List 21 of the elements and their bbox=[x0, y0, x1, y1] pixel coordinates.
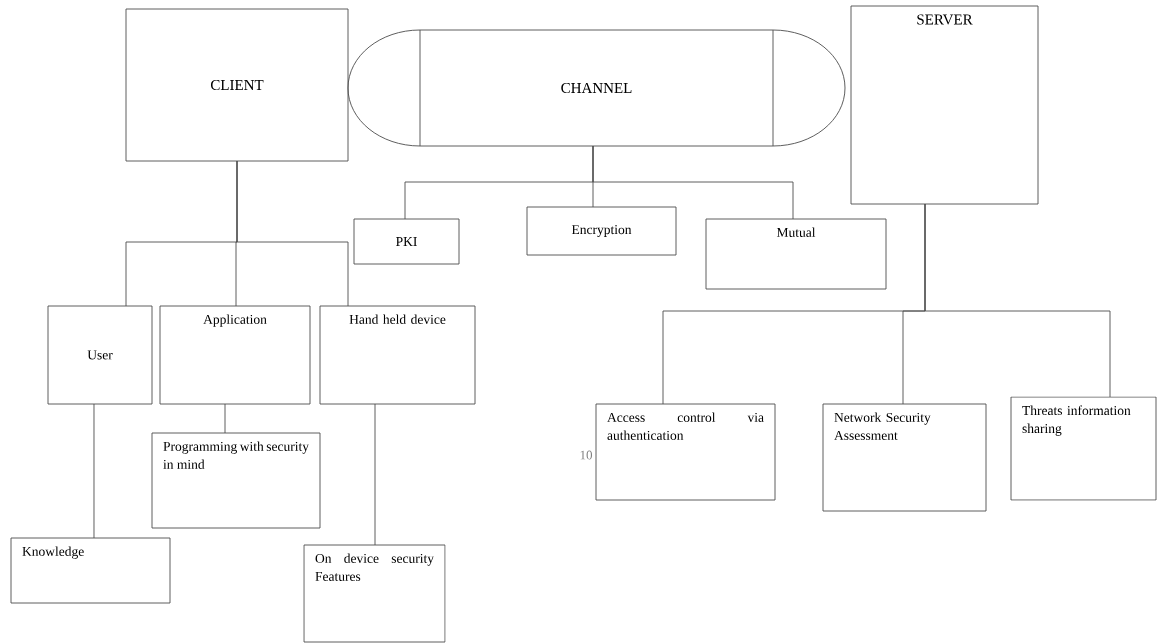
connector-line bbox=[93, 403, 95, 539]
measure-box: Knowledge bbox=[10, 537, 171, 604]
connector-line bbox=[224, 403, 226, 434]
connector-line bbox=[374, 403, 376, 546]
server-box: SERVER bbox=[850, 5, 1039, 205]
measure-box: On device security Features bbox=[303, 544, 446, 643]
method-box: Mutual bbox=[705, 218, 887, 290]
component-box: Hand held device bbox=[319, 305, 476, 405]
method-box: PKI bbox=[353, 218, 460, 265]
measure-box: Threats information sharing bbox=[1010, 396, 1157, 501]
connector-line bbox=[236, 160, 349, 307]
component-box: Application bbox=[159, 305, 311, 405]
measure-box: Access control via authentication bbox=[595, 403, 776, 501]
channel-capsule: CHANNEL bbox=[347, 29, 846, 147]
component-box: User bbox=[47, 305, 153, 405]
measure-box: Network Security Assessment bbox=[822, 403, 987, 512]
measure-box: Programming with security in mind bbox=[151, 432, 321, 529]
method-box: Encryption bbox=[526, 206, 677, 256]
connector-line bbox=[924, 203, 1111, 398]
connector-line bbox=[592, 145, 794, 220]
client-box: CLIENT bbox=[125, 8, 349, 162]
